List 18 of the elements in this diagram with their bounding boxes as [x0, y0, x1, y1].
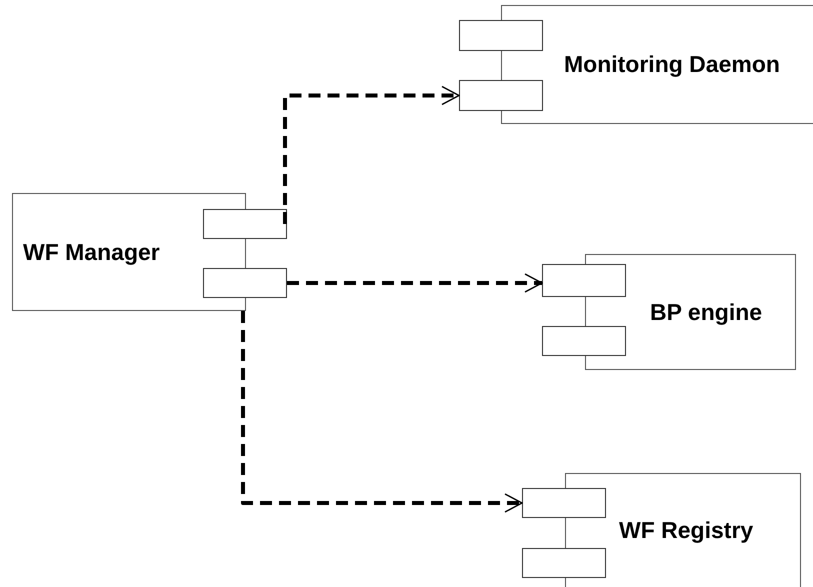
- port-box: [459, 20, 543, 51]
- port-box: [542, 326, 626, 356]
- component-name: BP engine: [650, 298, 762, 326]
- port-box: [522, 488, 606, 518]
- component-name: Monitoring Daemon: [564, 51, 780, 78]
- port-box: [203, 268, 287, 298]
- component-box: [501, 5, 813, 124]
- component-name: WF Manager: [23, 238, 160, 266]
- dependency-arrow: [283, 86, 460, 224]
- port-box: [522, 548, 606, 578]
- port-box: [459, 80, 543, 111]
- port-box: [203, 209, 287, 239]
- port-box: [542, 264, 626, 297]
- dependency-arrow: [287, 273, 543, 293]
- component-box: [12, 193, 246, 311]
- dependency-arrow: [241, 311, 523, 513]
- component-box: [565, 473, 801, 587]
- component-name: WF Registry: [619, 517, 754, 544]
